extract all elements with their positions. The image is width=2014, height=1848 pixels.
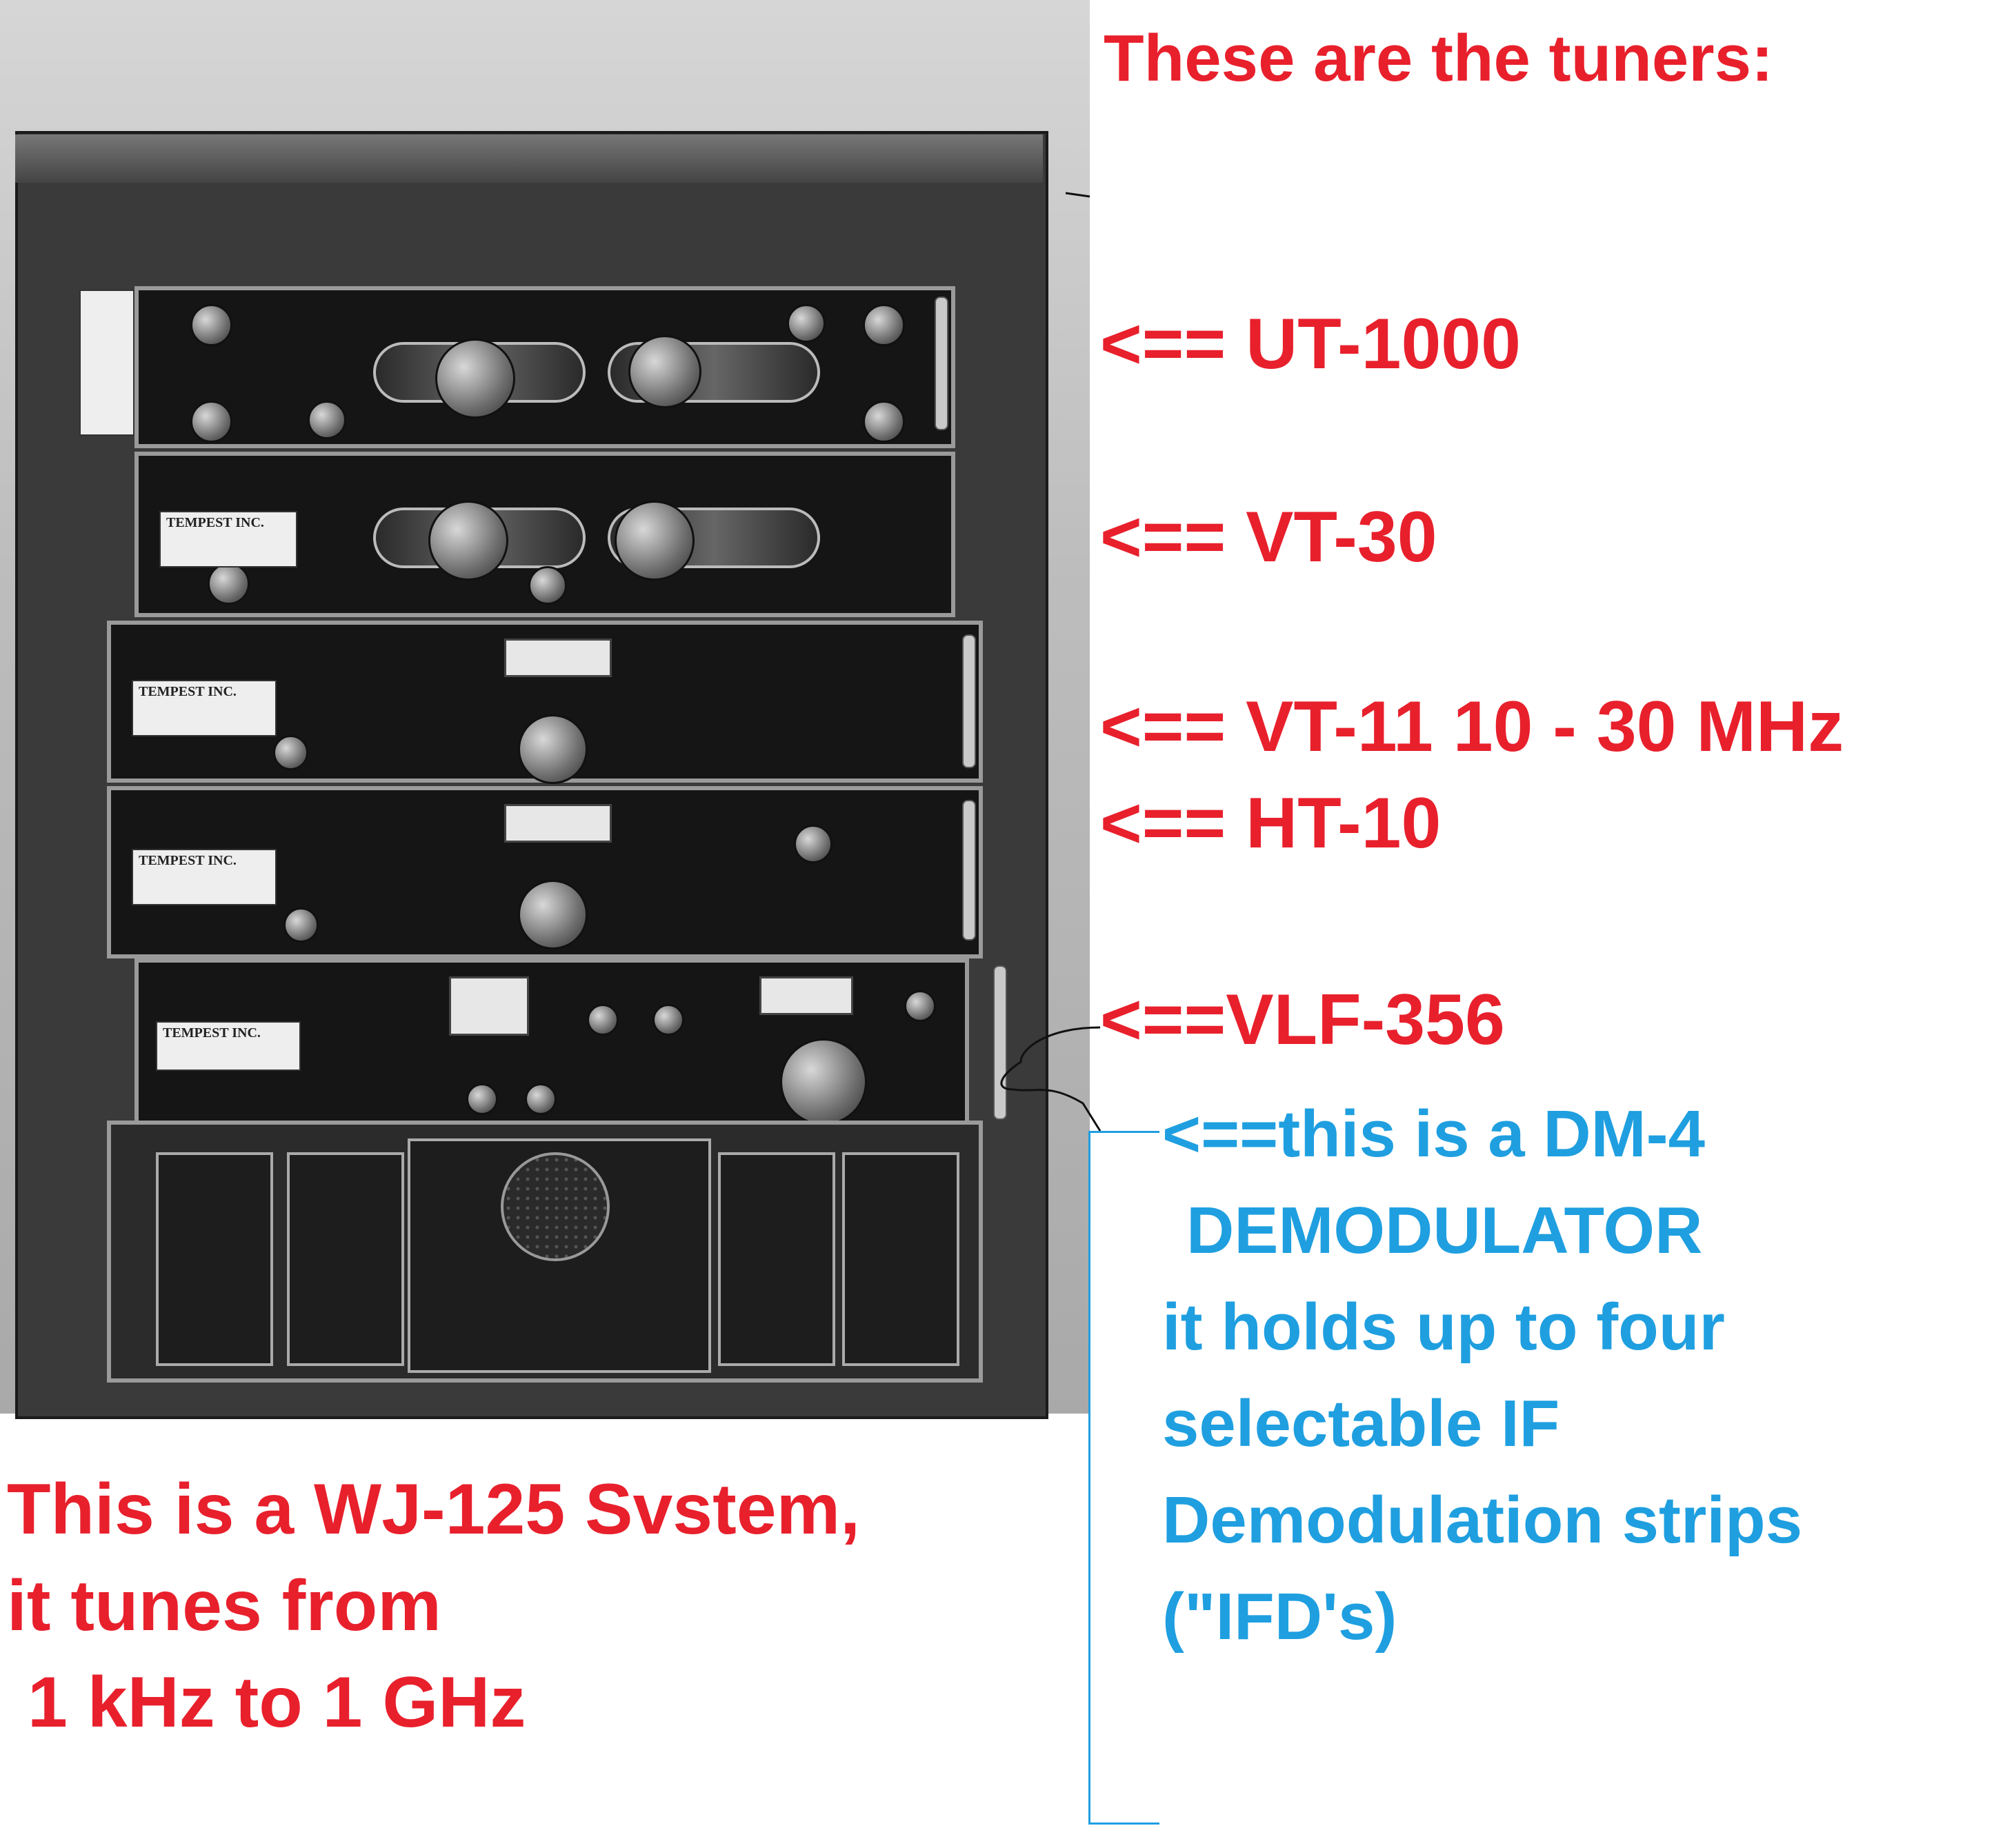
fine-tuning-knob bbox=[308, 401, 346, 439]
control-knob bbox=[587, 1004, 619, 1036]
ifd-module-1 bbox=[156, 1152, 273, 1366]
control-knob bbox=[652, 1004, 684, 1036]
system-caption-line2: it tunes from bbox=[7, 1566, 441, 1646]
ut1000-label: <== UT-1000 bbox=[1100, 304, 1521, 384]
dm4-label-line5: Demodulation strips bbox=[1162, 1483, 1803, 1557]
fine-tuning-knob bbox=[208, 563, 250, 605]
system-caption-line3: 1 kHz to 1 GHz bbox=[28, 1663, 526, 1742]
panel-vlf-356: TEMPEST INC. bbox=[134, 958, 969, 1131]
panel-dm-4 bbox=[107, 1121, 983, 1383]
lower-limit-knob bbox=[190, 401, 232, 443]
rack-handle bbox=[962, 634, 976, 768]
tempest-tag bbox=[79, 290, 134, 436]
rack-handle bbox=[993, 965, 1007, 1120]
upper-limit-knob bbox=[190, 304, 232, 346]
control-knob bbox=[466, 1083, 498, 1115]
dm4-label-line3: it holds up to four bbox=[1162, 1290, 1725, 1364]
band-knob bbox=[528, 566, 567, 605]
tempest-tag: TEMPEST INC. bbox=[159, 511, 297, 568]
attenuator-knob bbox=[794, 825, 832, 863]
rack-top-frame bbox=[15, 134, 1043, 183]
ifd-module-2 bbox=[287, 1152, 404, 1366]
speaker-grille bbox=[501, 1152, 610, 1261]
panel-vt-30: TEMPEST INC. bbox=[134, 452, 955, 617]
rack-handle bbox=[935, 297, 948, 430]
fine-tuning-knob bbox=[283, 907, 319, 943]
ifd-module-3 bbox=[718, 1152, 835, 1366]
dm4-label-line4: selectable IF bbox=[1162, 1387, 1560, 1460]
tempest-tag: TEMPEST INC. bbox=[132, 849, 277, 905]
upper-limit-knob bbox=[863, 304, 905, 346]
man-gain-knob bbox=[787, 304, 826, 343]
tuners-heading: These are the tuners: bbox=[1104, 21, 1773, 95]
receiver-rack-photo: TEMPEST INC. TEMPEST INC. TEMPEST INC. T… bbox=[0, 0, 1090, 1419]
frequency-readout bbox=[759, 976, 853, 1015]
tempest-tag: TEMPEST INC. bbox=[132, 680, 277, 736]
tuning-knob bbox=[780, 1038, 867, 1125]
panel-ut-1000 bbox=[134, 286, 955, 448]
dm4-label-line6: ("IFD's) bbox=[1162, 1580, 1397, 1654]
tuning-knob bbox=[628, 335, 701, 408]
system-caption-line1: This is a WJ-125 Svstem, bbox=[7, 1469, 860, 1549]
tuning-knob bbox=[435, 339, 515, 419]
dm4-bracket bbox=[1088, 1131, 1159, 1825]
vt11-label: <== VT-11 10 - 30 MHz bbox=[1100, 687, 1844, 767]
frequency-readout bbox=[504, 639, 612, 677]
signal-strength-meter bbox=[449, 976, 529, 1036]
dm4-label-line1: <==this is a DM-4 bbox=[1162, 1097, 1705, 1171]
tuning-knob bbox=[518, 714, 588, 784]
control-knob bbox=[904, 990, 936, 1022]
ifd-module-4 bbox=[842, 1152, 959, 1366]
tuning-knob bbox=[428, 501, 508, 581]
vlf356-label: <==VLF-356 bbox=[1100, 980, 1505, 1060]
vt30-label: <== VT-30 bbox=[1100, 497, 1437, 577]
rack-handle bbox=[962, 800, 976, 941]
ht10-label: <== HT-10 bbox=[1100, 783, 1442, 863]
panel-ht-10: TEMPEST INC. bbox=[107, 786, 983, 958]
panel-vt-11: TEMPEST INC. bbox=[107, 621, 983, 784]
frequency-readout bbox=[504, 804, 612, 843]
tempest-tag: TEMPEST INC. bbox=[156, 1021, 301, 1071]
fine-tuning-knob bbox=[273, 735, 308, 770]
dm4-label-line2: DEMODULATOR bbox=[1186, 1194, 1703, 1267]
lower-limit-knob bbox=[863, 401, 905, 443]
tuning-knob bbox=[615, 501, 695, 581]
tuning-knob bbox=[518, 880, 588, 950]
control-knob bbox=[525, 1083, 557, 1115]
